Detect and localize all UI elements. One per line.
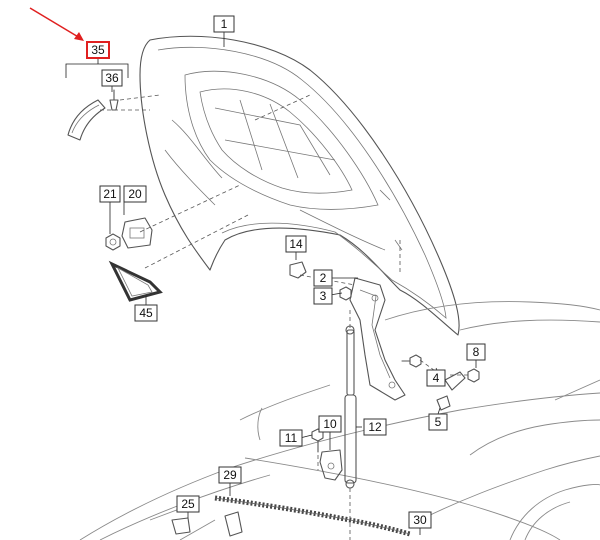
- gas-strut-12: [344, 325, 357, 489]
- bracket-25: [171, 511, 243, 537]
- callout-11-label: 11: [285, 431, 298, 445]
- bolt-3: [339, 286, 352, 301]
- nut-21: [105, 233, 121, 251]
- callout-20: 20: [123, 185, 147, 203]
- callout-10: 10: [318, 415, 342, 433]
- callout-14: 14: [285, 235, 307, 253]
- callout-29: 29: [218, 466, 242, 484]
- callout-3-label: 3: [320, 289, 327, 303]
- callout-5-label: 5: [435, 415, 442, 429]
- callout-10-label: 10: [323, 417, 337, 431]
- callout-45: 45: [134, 304, 158, 322]
- bracket-10: [319, 449, 343, 481]
- seal-strip-29: [214, 495, 411, 537]
- highlight-arrow: [29, 7, 84, 41]
- hood-trim-35: [67, 99, 106, 141]
- hood-assembly: [139, 35, 460, 336]
- callout-35-label: 35: [91, 43, 105, 57]
- callout-2-label: 2: [320, 271, 327, 285]
- bolt-hinge: [401, 354, 422, 368]
- washer-5: [436, 395, 451, 411]
- callout-1-label: 1: [221, 17, 228, 31]
- callout-8: 8: [466, 343, 486, 361]
- latch-20: [121, 217, 153, 249]
- callout-12-label: 12: [368, 420, 382, 434]
- callout-21: 21: [99, 185, 121, 203]
- callout-45-label: 45: [139, 306, 153, 320]
- callout-1: 1: [213, 15, 235, 33]
- callout-29-label: 29: [223, 468, 237, 482]
- callout-12: 12: [363, 418, 387, 436]
- callout-11: 11: [279, 429, 303, 447]
- bolt-11: [311, 428, 324, 453]
- callout-4-label: 4: [433, 371, 440, 385]
- callout-35[interactable]: 35: [86, 41, 110, 59]
- clip-36: [109, 89, 119, 111]
- callout-8-label: 8: [473, 345, 480, 359]
- callout-25: 25: [176, 495, 200, 513]
- callout-20-label: 20: [128, 187, 142, 201]
- callout-14-label: 14: [289, 237, 303, 251]
- callout-30-label: 30: [413, 513, 427, 527]
- callout-21-label: 21: [103, 187, 117, 201]
- assembly-dash-lines: [100, 94, 468, 540]
- callout-5: 5: [428, 413, 448, 431]
- callout-36-label: 36: [105, 71, 119, 85]
- callout-3: 3: [313, 287, 333, 305]
- callout-4: 4: [426, 369, 446, 387]
- hinge-2: [349, 277, 406, 401]
- callout-25-label: 25: [181, 497, 195, 511]
- bracket-4: [444, 371, 466, 391]
- panel-45: [108, 260, 163, 302]
- callout-2: 2: [313, 269, 333, 287]
- callout-30: 30: [408, 511, 432, 529]
- callout-36: 36: [101, 69, 123, 87]
- nut-8: [467, 368, 480, 383]
